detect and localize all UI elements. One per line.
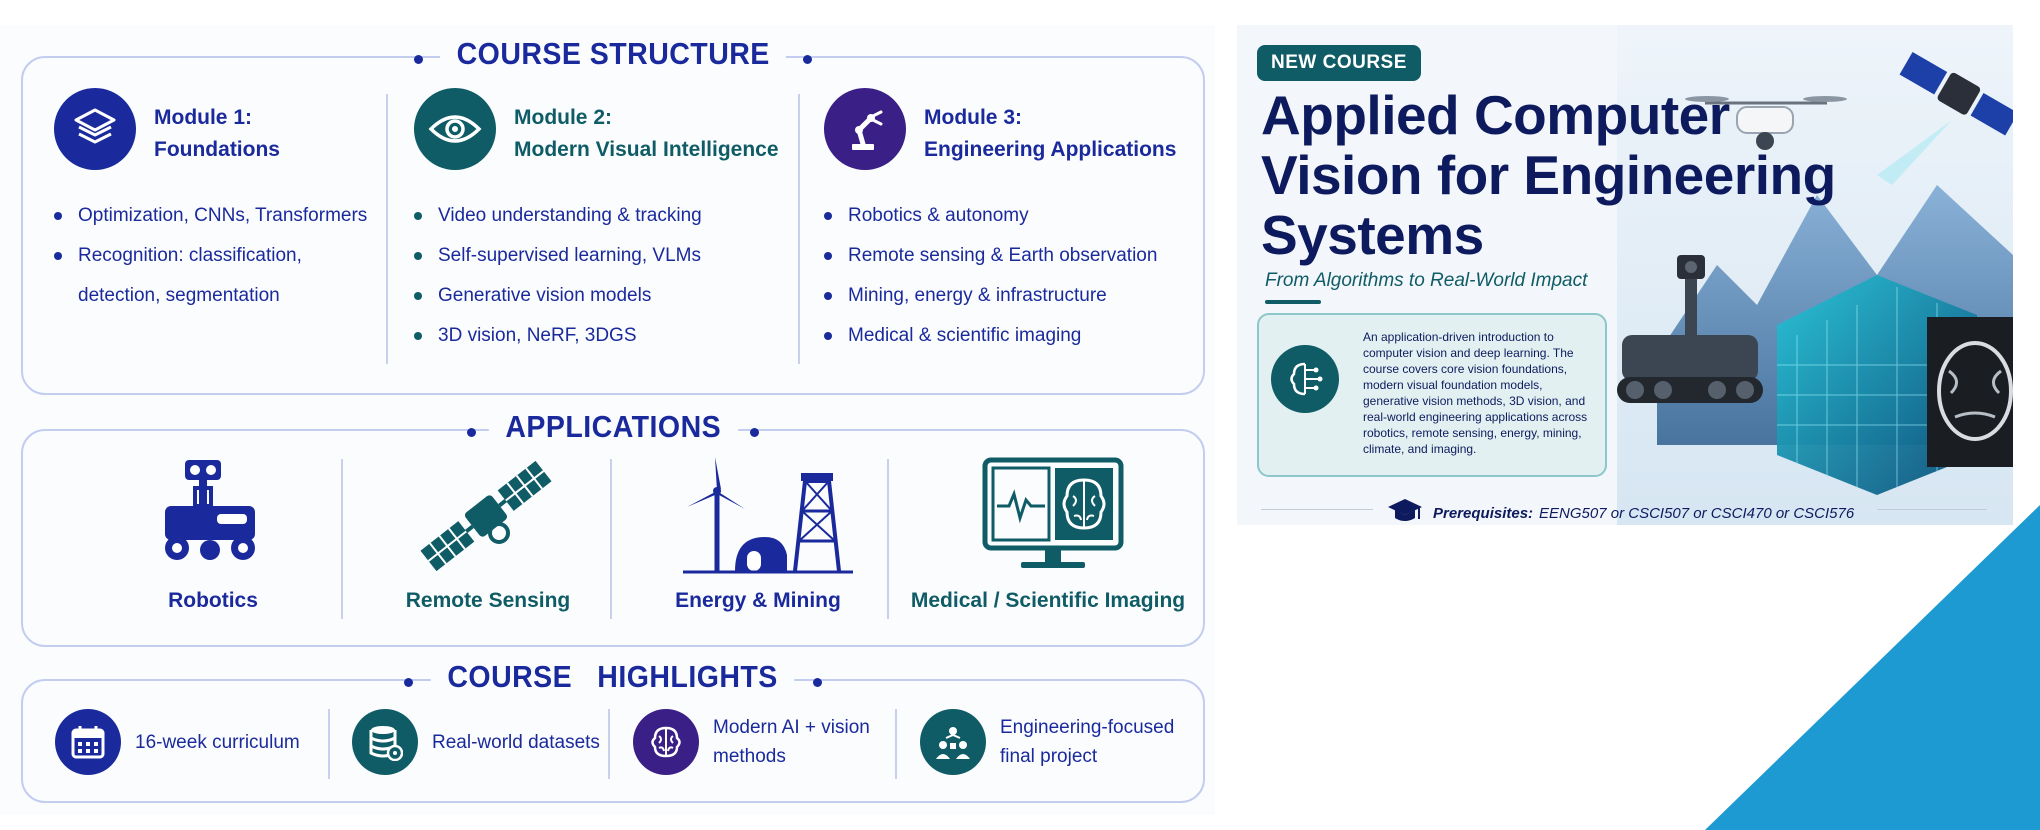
ai-brain-circuit-icon	[1271, 345, 1339, 413]
divider	[608, 709, 610, 779]
robot-arm-icon	[824, 88, 906, 170]
divider	[328, 709, 330, 779]
list-item: Remote sensing & Earth observation	[824, 236, 1157, 276]
application-robotics: Robotics	[73, 460, 353, 621]
divider	[1261, 509, 1373, 510]
divider	[386, 94, 388, 364]
team-project-icon	[920, 709, 986, 775]
course-overview-panel: COURSE STRUCTURE Module 1: Foundations O…	[0, 25, 1215, 815]
list-item-continuation: detection, segmentation	[78, 285, 280, 306]
eye-icon	[414, 88, 496, 170]
list-item: Generative vision models	[414, 276, 702, 316]
module-2-title: Module 2: Modern Visual Intelligence	[514, 106, 779, 161]
applications-section: APPLICATIONS Robotics	[21, 409, 1205, 647]
divider	[895, 709, 897, 779]
divider	[798, 94, 800, 364]
new-course-badge: NEW COURSE	[1257, 45, 1421, 81]
module-3-topics: Robotics & autonomy Remote sensing & Ear…	[824, 196, 1157, 356]
divider	[1877, 509, 1987, 510]
wind-turbine-mine-icon	[683, 451, 853, 586]
prerequisites-value: EENG507 or CSCI507 or CSCI470 or CSCI576	[1539, 504, 1855, 522]
course-subtitle: From Algorithms to Real-World Impact	[1265, 270, 1588, 291]
medical-monitor-icon	[981, 456, 1125, 581]
divider	[887, 459, 889, 619]
course-structure-section: COURSE STRUCTURE Module 1: Foundations O…	[21, 36, 1205, 395]
course-description: An application-driven introduction to co…	[1363, 330, 1588, 456]
application-label: Energy & Mining	[675, 589, 841, 612]
applications-heading: APPLICATIONS	[23, 409, 1203, 445]
module-2-topics: Video understanding & tracking Self-supe…	[414, 196, 702, 356]
graduation-cap-icon	[1387, 497, 1423, 525]
database-icon	[352, 709, 418, 775]
application-label: Medical / Scientific Imaging	[910, 589, 1186, 612]
highlight-text: Real-world datasets	[432, 731, 600, 753]
divider	[341, 459, 343, 619]
highlight-datasets: Real-world datasets	[352, 709, 622, 779]
course-description-box: An application-driven introduction to co…	[1257, 313, 1607, 477]
course-highlights-section: COURSE HIGHLIGHTS 16-week curriculum	[21, 659, 1205, 803]
engineering-illustration	[1617, 25, 2013, 525]
list-item: Video understanding & tracking	[414, 196, 702, 236]
robot-icon	[145, 456, 275, 581]
list-item: Recognition: classification,	[54, 236, 367, 276]
brain-icon	[633, 709, 699, 775]
module-1-topics: Optimization, CNNs, Transformers Recogni…	[54, 196, 367, 316]
application-label: Robotics	[168, 589, 258, 612]
application-energy-mining: Energy & Mining	[623, 457, 893, 621]
list-item: Robotics & autonomy	[824, 196, 1157, 236]
list-item: Self-supervised learning, VLMs	[414, 236, 702, 276]
module-1-title: Module 1: Foundations	[154, 106, 280, 161]
module-3-title: Module 3: Engineering Applications	[924, 106, 1177, 161]
layers-icon	[54, 88, 136, 170]
list-item: 3D vision, NeRF, 3DGS	[414, 316, 702, 356]
application-remote-sensing: Remote Sensing	[353, 460, 623, 621]
prerequisites: Prerequisites: EENG507 or CSCI507 or CSC…	[1387, 497, 1854, 525]
course-highlights-heading: COURSE HIGHLIGHTS	[23, 659, 1203, 695]
course-card: NEW COURSE Applied Computer Vision for E…	[1237, 25, 2013, 525]
application-label: Remote Sensing	[405, 589, 571, 612]
list-item: Optimization, CNNs, Transformers	[54, 196, 367, 236]
prerequisites-label: Prerequisites:	[1433, 504, 1534, 522]
list-item: Medical & scientific imaging	[824, 316, 1157, 356]
course-title: Applied Computer Vision for Engineering …	[1261, 84, 1836, 266]
list-item: Mining, energy & infrastructure	[824, 276, 1157, 316]
satellite-icon	[411, 451, 561, 586]
divider	[610, 459, 612, 619]
subtitle-underline	[1265, 300, 1321, 304]
course-structure-heading: COURSE STRUCTURE	[23, 36, 1203, 72]
module-1: Module 1: Foundations Optimization, CNNs…	[54, 88, 384, 408]
application-medical-imaging: Medical / Scientific Imaging	[903, 457, 1193, 621]
highlight-16-week: 16-week curriculum	[55, 709, 315, 779]
module-3: Module 3: Engineering Applications Robot…	[824, 88, 1184, 408]
highlight-text: 16-week curriculum	[135, 731, 300, 753]
calendar-icon	[55, 709, 121, 775]
module-2: Module 2: Modern Visual Intelligence Vid…	[414, 88, 804, 408]
